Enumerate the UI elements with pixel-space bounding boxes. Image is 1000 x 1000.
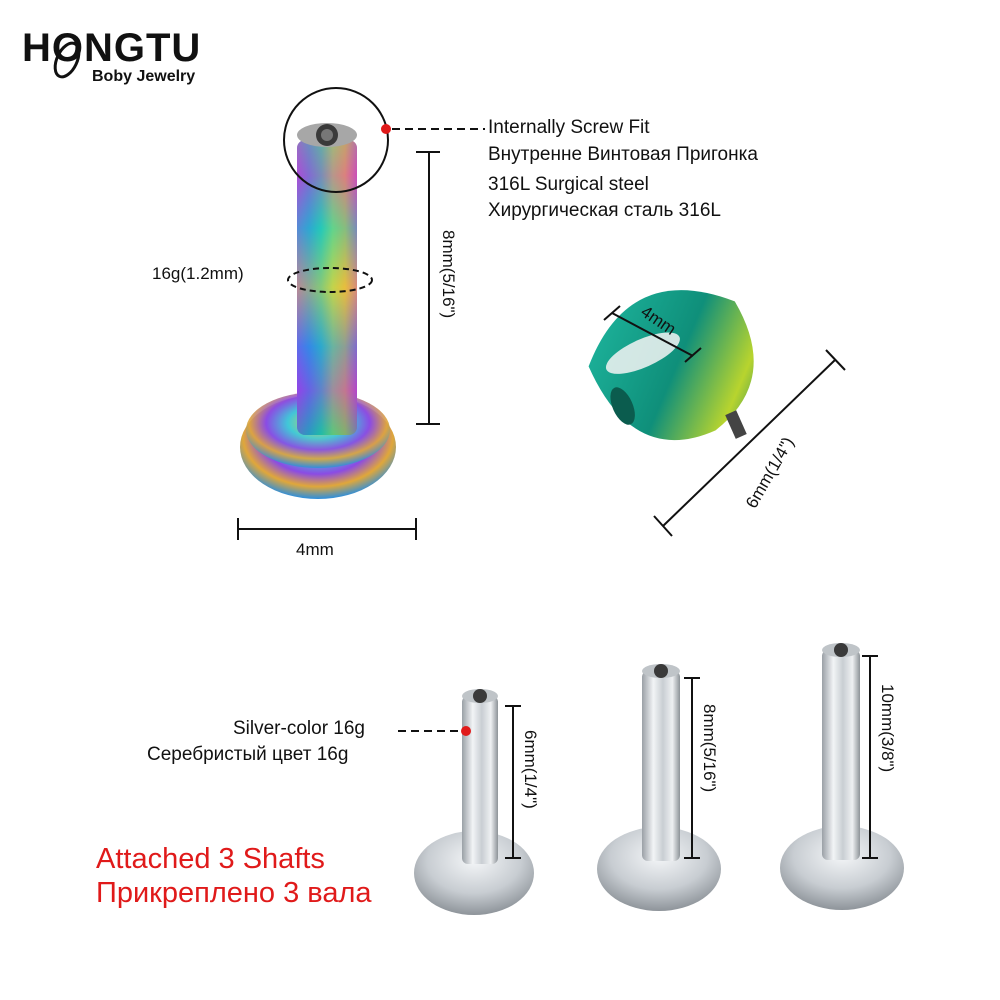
rainbow-labret <box>240 123 396 499</box>
brand-tagline: Boby Jewelry <box>92 68 196 85</box>
internal-screw-en: Internally Screw Fit <box>488 117 650 138</box>
attached-en: Attached 3 Shafts <box>96 843 325 875</box>
silver-shaft-10mm <box>780 643 904 910</box>
silver-shaft-6mm <box>414 689 534 915</box>
silver-ru: Серебристый цвет 16g <box>147 744 349 765</box>
steel-en: 316L Surgical steel <box>488 174 649 195</box>
steel-ru: Хирургическая сталь 316L <box>488 200 721 221</box>
shaft-dim-10mm: 10mm(3/8") <box>878 684 897 773</box>
internal-screw-ru: Внутренне Винтовая Пригонка <box>488 144 758 165</box>
shaft-dim-8mm: 8mm(5/16") <box>700 704 719 793</box>
gauge-ellipse <box>287 267 373 293</box>
silver-en: Silver-color 16g <box>233 718 365 739</box>
silver-shaft-8mm <box>597 664 721 911</box>
red-marker-icon <box>461 726 471 736</box>
logo-ring-icon <box>53 41 81 79</box>
green-dome-top <box>588 290 754 441</box>
shaft-length-label: 8mm(5/16") <box>439 230 458 319</box>
base-width-label: 4mm <box>296 540 334 559</box>
red-marker-icon <box>381 124 391 134</box>
attached-ru: Прикреплено 3 вала <box>96 877 372 909</box>
brand-logo: HONGTU <box>22 26 202 70</box>
gauge-label: 16g(1.2mm) <box>152 264 244 283</box>
screw-detail-circle <box>283 87 389 193</box>
shaft-dim-6mm: 6mm(1/4") <box>521 730 540 809</box>
